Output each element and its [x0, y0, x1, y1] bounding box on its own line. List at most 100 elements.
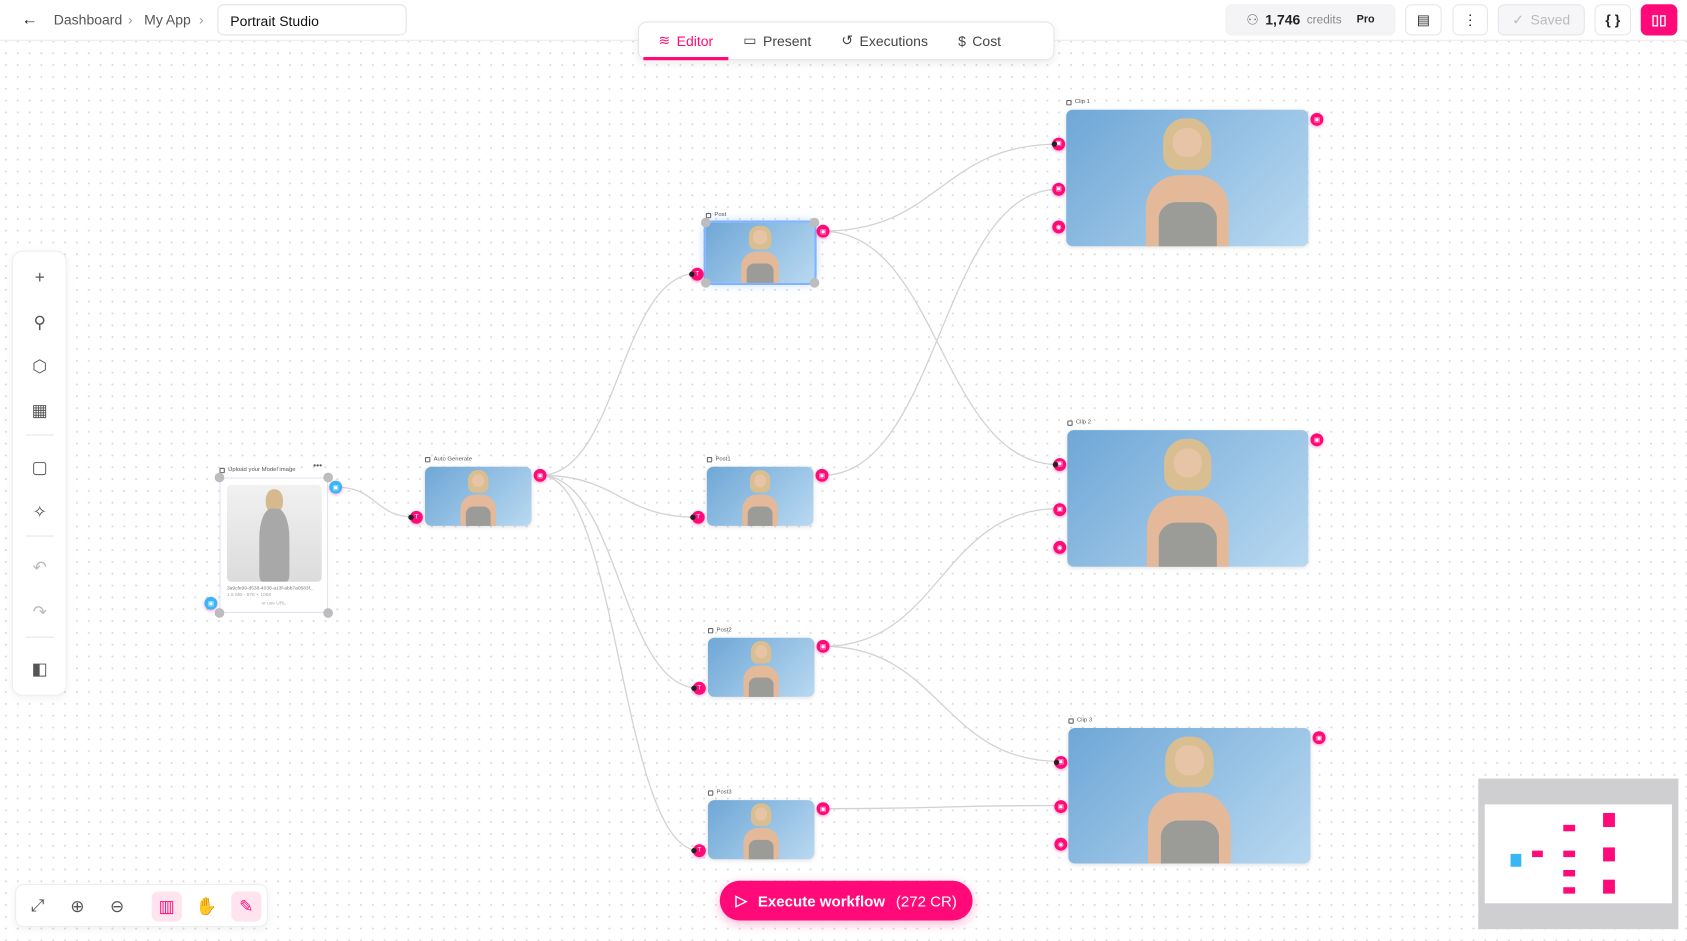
ruler-icon[interactable]: ✎ [231, 891, 262, 922]
input-handle[interactable]: ▣ [1054, 800, 1068, 814]
file-icon[interactable]: ▢ [31, 459, 48, 478]
film-icon[interactable]: ▦ [31, 402, 48, 421]
minimap[interactable] [1478, 778, 1679, 930]
document-button[interactable]: ▤ [1405, 4, 1442, 36]
clip2-node[interactable] [1067, 430, 1309, 567]
use-url-link[interactable]: or use URL [261, 600, 286, 606]
minimap-node [1603, 813, 1615, 827]
output-handle[interactable]: ▣ [533, 468, 547, 482]
more-menu-button[interactable]: ⋮ [1452, 4, 1488, 36]
input-handle[interactable]: ◉ [1054, 838, 1068, 852]
resize-handle[interactable] [809, 217, 820, 228]
upload-node[interactable]: 3a9cfe99-d538-4038-a13f-abb7a0583f... 1.… [219, 477, 329, 613]
edge-upload-auto[interactable] [335, 486, 417, 518]
back-arrow-icon[interactable]: ← [21, 10, 38, 30]
output-handle[interactable]: ▣ [815, 468, 829, 482]
magic-wand-icon[interactable]: ✧ [32, 503, 48, 522]
connection-dot [691, 685, 697, 691]
resize-handle[interactable] [809, 277, 820, 288]
image-face [471, 474, 485, 488]
tab-cost[interactable]: $Cost [943, 22, 1016, 61]
input-handle[interactable]: T [692, 681, 706, 695]
edge-auto-post3[interactable] [540, 474, 700, 852]
fit-view-icon[interactable]: ⤢ [30, 896, 45, 916]
output-handle[interactable]: ▣ [816, 639, 830, 653]
input-handle[interactable]: ▣ [1052, 137, 1066, 151]
output-handle[interactable]: ▣ [1312, 731, 1326, 745]
edge-post2-clip3[interactable] [823, 645, 1060, 763]
workflow-title-input[interactable]: Portrait Studio [217, 4, 407, 36]
output-handle[interactable]: ▣ [329, 480, 343, 494]
input-handle[interactable]: T [690, 267, 704, 281]
output-handle[interactable]: ▣ [1310, 433, 1324, 447]
post1-node[interactable] [706, 466, 814, 526]
image-face [1173, 447, 1203, 478]
undo-icon[interactable]: ↶ [32, 559, 48, 578]
edge-auto-post2[interactable] [540, 474, 700, 689]
edge-post3-clip3[interactable] [823, 804, 1060, 810]
input-handle[interactable]: ▣ [1053, 502, 1067, 516]
resize-handle[interactable] [323, 608, 333, 618]
redo-icon[interactable]: ↷ [32, 603, 48, 622]
package-icon[interactable]: ⬡ [32, 358, 48, 377]
add-icon[interactable]: + [34, 268, 45, 288]
breadcrumb-dashboard[interactable]: Dashboard [53, 11, 123, 28]
edge-auto-post1[interactable] [540, 474, 699, 518]
chevron-right-icon: › [199, 11, 204, 28]
saved-label: Saved [1530, 11, 1571, 28]
tab-editor[interactable]: ≋Editor [643, 22, 729, 61]
breadcrumb-my-app[interactable]: My App [144, 11, 191, 28]
edge-post1-clip1[interactable] [821, 188, 1059, 476]
pan-icon[interactable]: ✋ [195, 897, 218, 917]
input-handle[interactable]: ▣ [204, 596, 218, 610]
resize-handle[interactable] [700, 277, 711, 288]
node-menu-icon[interactable]: ••• [313, 460, 323, 470]
input-handle[interactable]: ▣ [1052, 182, 1066, 196]
map-icon[interactable]: ▥ [151, 891, 182, 922]
input-handle[interactable]: T [692, 844, 706, 858]
input-handle[interactable]: T [409, 510, 423, 524]
resize-handle[interactable] [323, 472, 333, 483]
resize-handle[interactable] [214, 472, 225, 483]
node-title: Clip 2 [1075, 419, 1092, 426]
edge-post-clip2[interactable] [821, 230, 1059, 466]
resize-handle[interactable] [700, 217, 711, 228]
zoom-out-icon[interactable]: ⊖ [110, 897, 125, 917]
clip1-node[interactable] [1066, 109, 1309, 247]
credits-badge[interactable]: ⚇ 1,746 credits Pro [1225, 4, 1396, 36]
image-icon [424, 456, 431, 462]
code-button[interactable]: { } [1594, 4, 1632, 36]
resize-handle[interactable] [214, 608, 225, 618]
node-label: Post [705, 212, 726, 218]
input-handle[interactable]: ▣ [1054, 755, 1068, 769]
tab-present[interactable]: ▭Present [728, 22, 826, 61]
saved-button[interactable]: ✓Saved [1497, 4, 1585, 36]
connection-dot [1051, 141, 1058, 147]
edge-auto-post[interactable] [540, 272, 699, 476]
post2-node[interactable] [707, 637, 815, 697]
output-handle[interactable]: ▣ [816, 224, 830, 238]
edge-post2-clip2[interactable] [823, 508, 1059, 647]
panel-toggle-button[interactable]: ▯▯ [1640, 4, 1678, 36]
input-handle[interactable]: ▣ [1053, 457, 1067, 471]
input-handle[interactable]: ◉ [1052, 220, 1066, 234]
clip3-node[interactable] [1068, 728, 1311, 864]
image-top [1158, 523, 1217, 567]
auto-node[interactable] [424, 466, 532, 526]
panel-icon[interactable]: ◧ [31, 660, 48, 679]
post3-node[interactable] [707, 800, 815, 860]
zoom-in-icon[interactable]: ⊕ [70, 897, 85, 917]
edge-post-clip1[interactable] [821, 143, 1059, 232]
tab-executions[interactable]: ↺Executions [826, 22, 943, 61]
execute-workflow-button[interactable]: ▷ Execute workflow (272 CR) [719, 880, 973, 921]
post-node[interactable] [703, 220, 817, 285]
input-handle[interactable]: ◉ [1053, 541, 1067, 555]
input-handle[interactable]: T [691, 510, 705, 524]
search-icon[interactable]: ⚲ [33, 314, 47, 333]
minimap-viewport [1484, 804, 1672, 904]
minimap-node [1603, 879, 1615, 894]
output-handle[interactable]: ▣ [1310, 112, 1324, 126]
output-handle[interactable]: ▣ [816, 802, 830, 816]
